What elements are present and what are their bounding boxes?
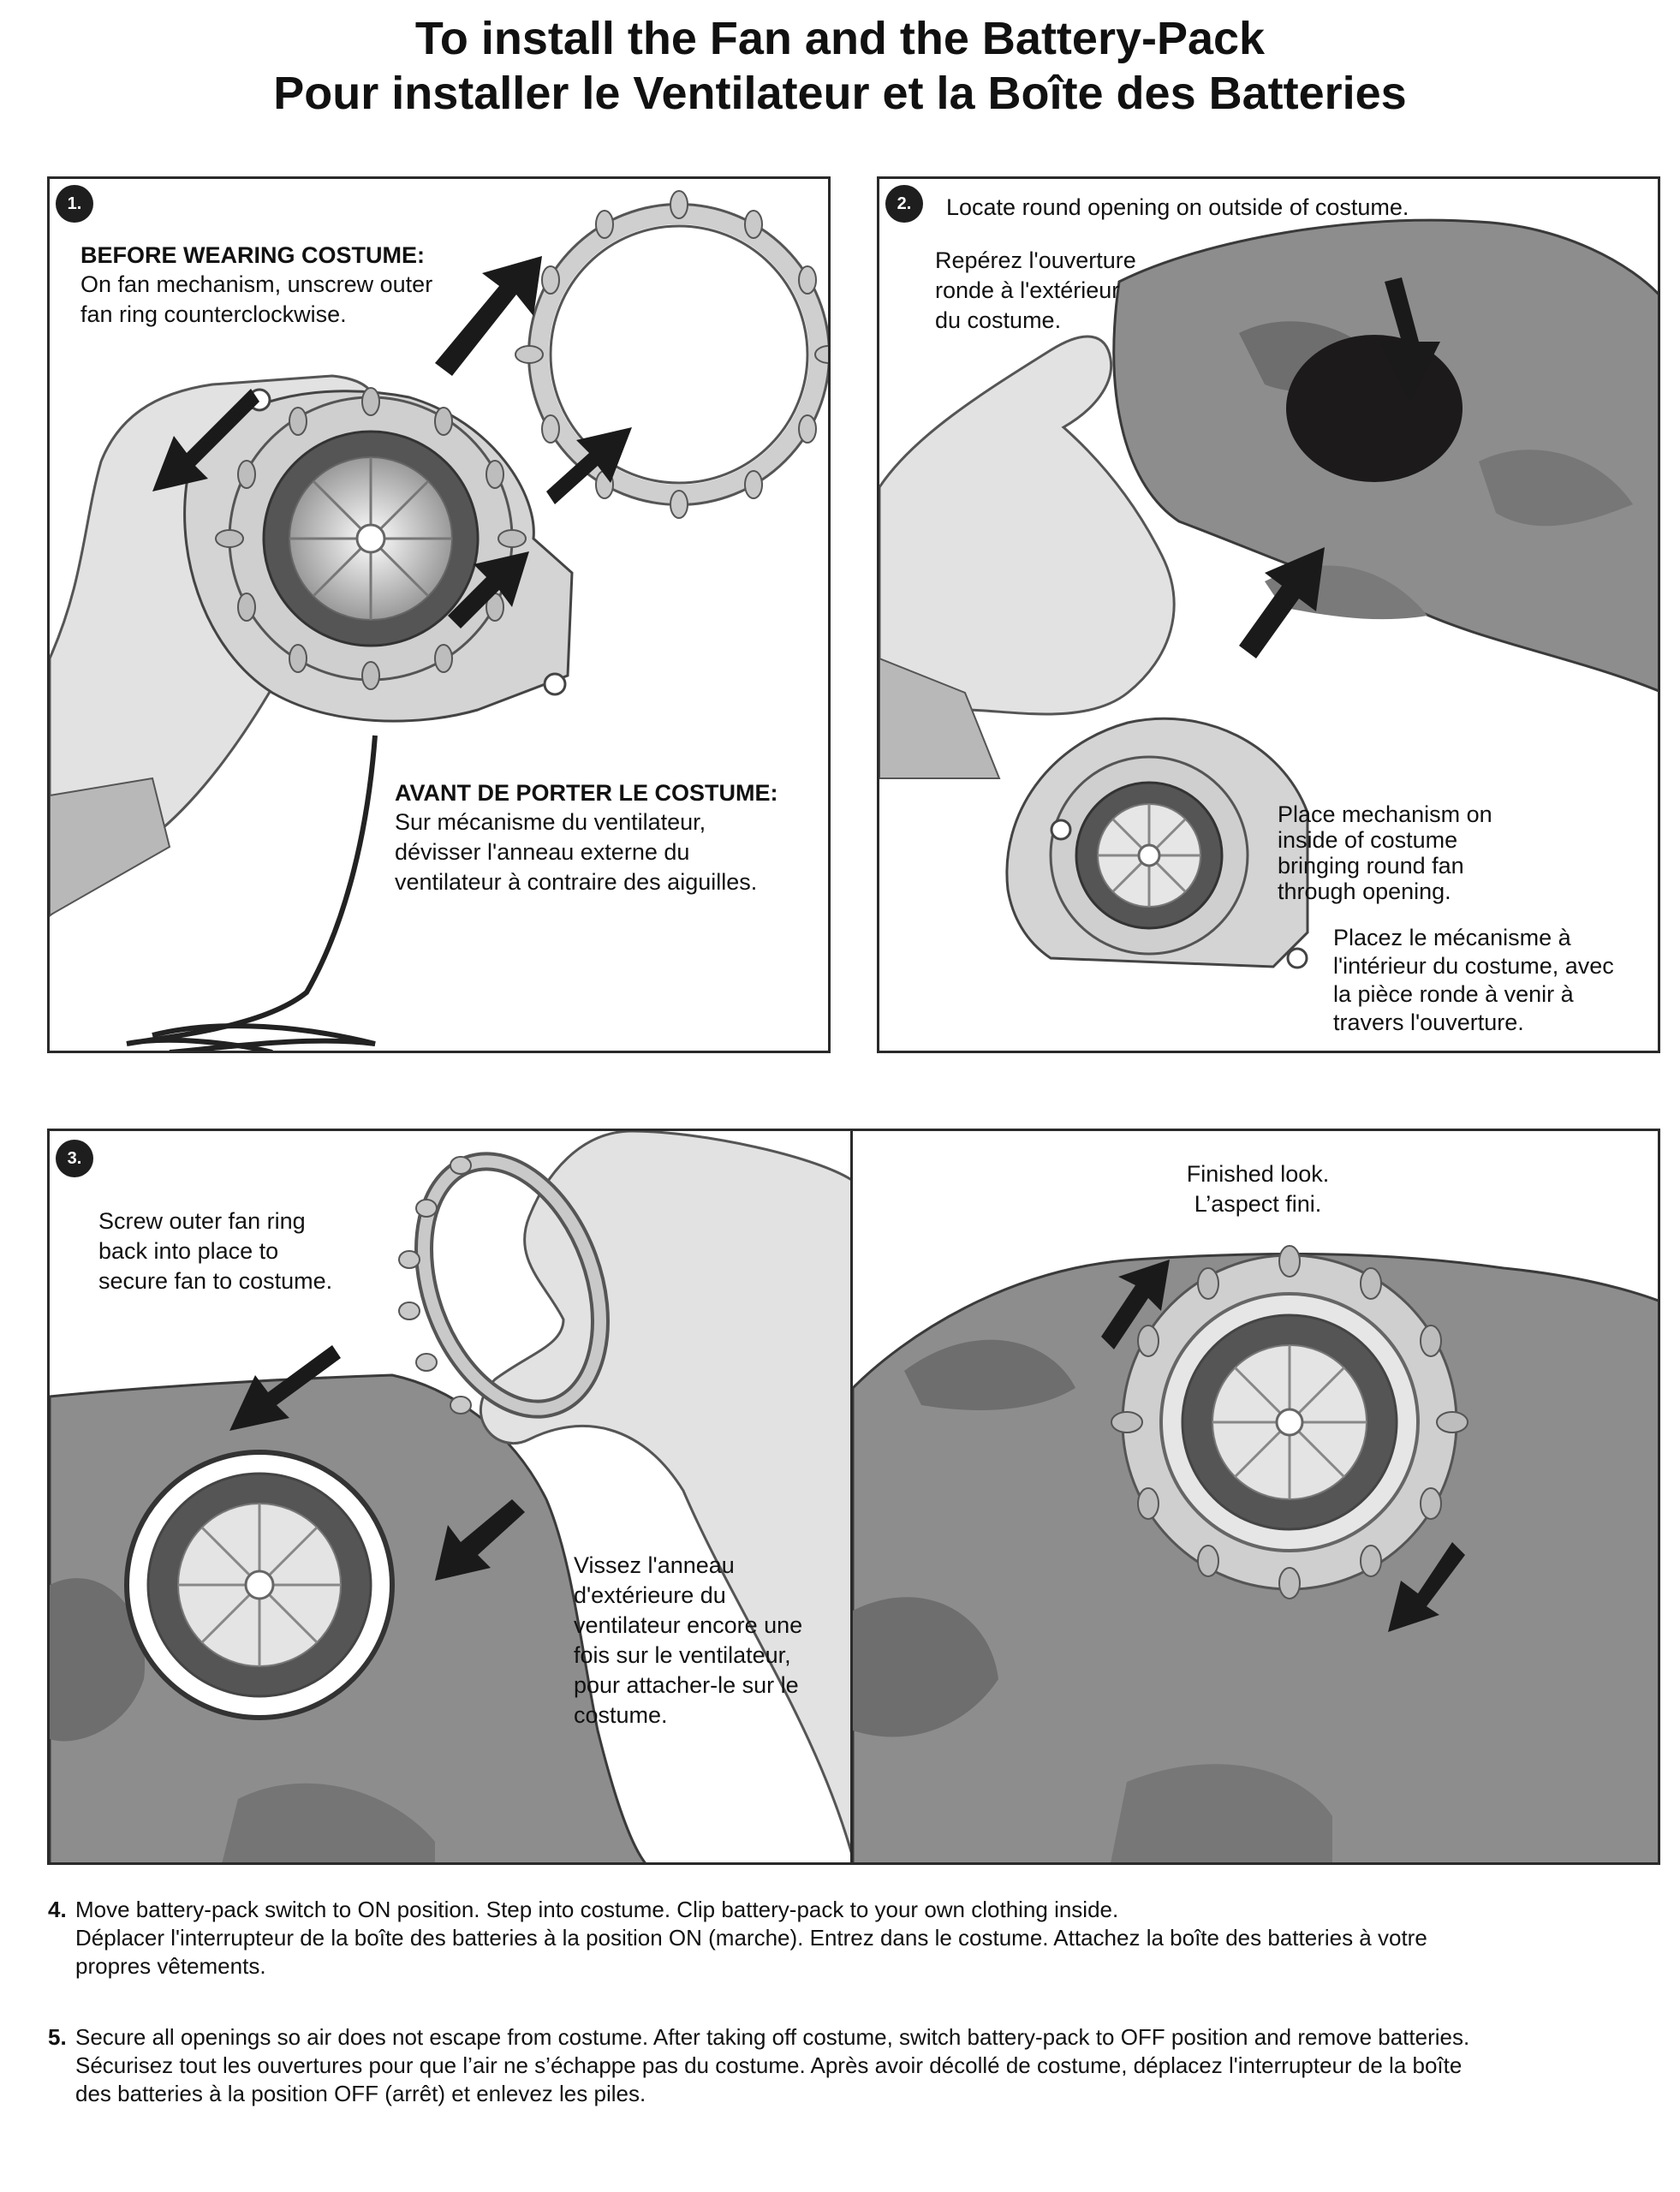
finished-look-english: Finished look. [1186,1161,1330,1187]
screw-ring-illustration [50,1131,850,1862]
step-2-english-place-text: Place mechanism on inside of costume bri… [1278,801,1492,904]
step-3-english-text: Screw outer fan ring back into place to … [98,1208,333,1294]
finished-look-french: L’aspect fini. [1194,1191,1322,1217]
step-2-french-locate-text: Repérez l'ouverture ronde à l'extérieur … [935,247,1136,333]
step-2-french-place-text: Placez le mécanisme à l'intérieur du cos… [1333,925,1614,1035]
step-2-panel: 2. Locate round opening on outside of co… [877,176,1660,1053]
step-2-number-badge: 2. [885,185,923,223]
fan-in-hand-illustration [50,190,828,1051]
step-3-french-text: Vissez l'anneau d'extérieure du ventilat… [574,1552,803,1728]
step-5-text: Secure all openings so air does not esca… [75,2024,1470,2106]
step-1-french-heading: AVANT DE PORTER LE COSTUME: [395,780,778,806]
step-1-english-heading: BEFORE WEARING COSTUME: [80,242,425,268]
step-3-number-badge: 3. [56,1140,93,1177]
step-3-panel: 3. Screw outer fan ring back into place … [47,1129,853,1865]
finished-fan-illustration [853,1245,1658,1862]
step-4-number: 4. [48,1897,67,1922]
step-2-english-locate-text: Locate round opening on outside of costu… [946,194,1409,220]
step-4-text: Move battery-pack switch to ON position.… [75,1897,1427,1979]
step-4-instructions: 4. Move battery-pack switch to ON positi… [48,1896,1658,1981]
step-5-instructions: 5. Secure all openings so air does not e… [48,2023,1658,2108]
step-5-number: 5. [48,2024,67,2050]
page-title-french: Pour installer le Ventilateur et la Boît… [273,68,1407,119]
step-1-panel: 1. BEFORE WEARING COSTUME: On fan mechan… [47,176,831,1053]
finished-look-panel: Finished look. L’aspect fini. [850,1129,1660,1865]
step-1-french-text: Sur mécanisme du ventilateur, dévisser l… [395,809,758,895]
step-1-number-badge: 1. [56,185,93,223]
page-title-english: To install the Fan and the Battery-Pack [414,13,1266,64]
step-1-english-text: On fan mechanism, unscrew outer fan ring… [80,271,433,327]
costume-opening-illustration [879,218,1658,969]
